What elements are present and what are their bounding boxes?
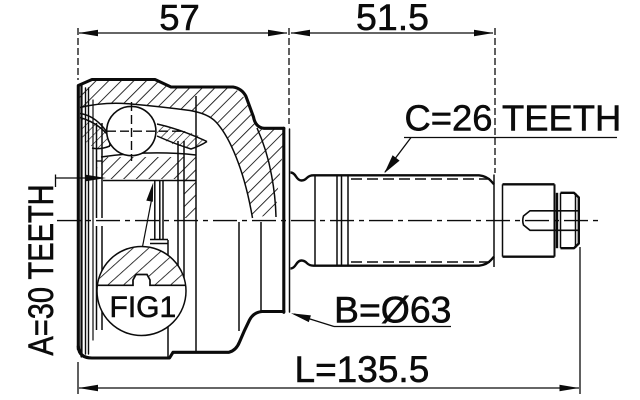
svg-text:L=135.5: L=135.5 bbox=[295, 349, 430, 390]
svg-text:51.5: 51.5 bbox=[356, 0, 429, 38]
svg-text:FIG1: FIG1 bbox=[110, 291, 177, 324]
svg-text:C=26 TEETH: C=26 TEETH bbox=[405, 98, 622, 139]
svg-text:57: 57 bbox=[159, 0, 200, 38]
svg-text:B=Ø63: B=Ø63 bbox=[334, 289, 451, 331]
svg-text:A=30 TEETH: A=30 TEETH bbox=[21, 184, 60, 355]
